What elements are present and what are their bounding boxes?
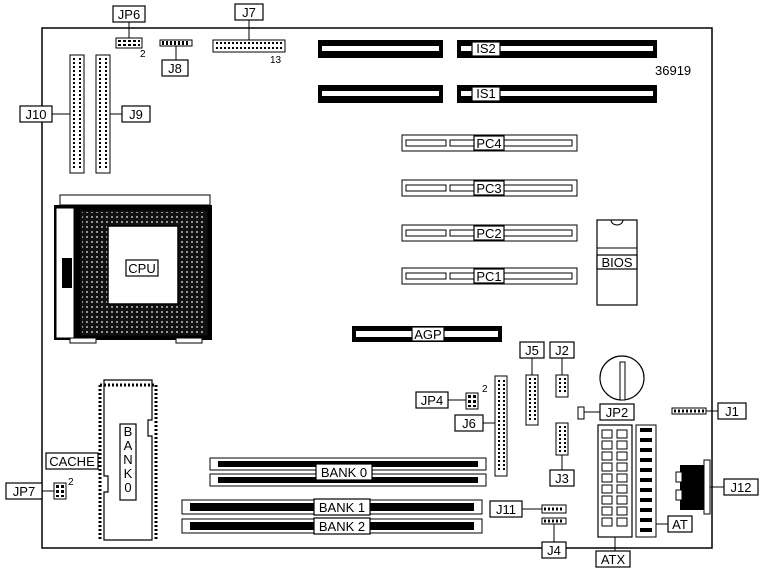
battery [599, 355, 645, 401]
cache-label: CACHE [49, 454, 95, 469]
j8-header: J8 [159, 39, 193, 77]
j11-header: J11 [489, 500, 567, 518]
pci-slot-pc3: PC3 [401, 179, 578, 197]
j7-header: J7 13 [212, 3, 286, 66]
board-number: 36919 [655, 63, 691, 78]
bank-vertical-char-1: B [124, 424, 133, 439]
is1-label: IS1 [476, 86, 496, 101]
amp-label: AMP [58, 307, 73, 335]
isa-slot-is1: IS1 [318, 85, 657, 103]
j10-label: J10 [26, 107, 47, 122]
pc3-label: PC3 [476, 181, 501, 196]
isa-slot-is2: IS2 [318, 40, 657, 58]
jp6-label: JP6 [118, 7, 140, 22]
bios-label: BIOS [601, 255, 632, 270]
atx-label: ATX [601, 552, 626, 567]
jp4-pin-label: 2 [482, 384, 488, 395]
bank2-label: BANK 2 [319, 519, 365, 534]
bank-vertical-char-2: A [124, 438, 133, 453]
j4-header: J4 [541, 517, 567, 559]
atx-connector: ATX [595, 424, 633, 568]
dimm-bank1: BANK 1 [181, 498, 483, 516]
j12-connector: J12 [675, 459, 759, 515]
agp-label: AGP [414, 327, 441, 342]
jp2-label: JP2 [606, 405, 628, 420]
pc4-label: PC4 [476, 136, 501, 151]
j2-header: J2 [549, 341, 575, 398]
cpu-label: CPU [128, 261, 155, 276]
j5-label: J5 [525, 343, 539, 358]
jp4-header: JP4 2 [415, 384, 488, 410]
pci-slot-pc2: PC2 [401, 224, 578, 242]
j3-label: J3 [555, 471, 569, 486]
j2-label: J2 [555, 343, 569, 358]
bank0-label: BANK 0 [321, 465, 367, 480]
j6-header: J6 [454, 375, 508, 477]
at-label: AT [672, 517, 688, 532]
cpu-socket: CPU AMP [54, 194, 212, 344]
bios-chip: BIOS [596, 219, 638, 306]
j7-pin-label: 13 [270, 55, 282, 66]
is2-label: IS2 [476, 41, 496, 56]
cache-module: B A N K 0 CACHE [45, 379, 158, 541]
jp4-label: JP4 [421, 393, 443, 408]
jp6-header: JP6 2 [112, 5, 146, 60]
j6-label: J6 [462, 416, 476, 431]
j9-connector: J9 [95, 54, 151, 174]
j3-header: J3 [549, 422, 575, 487]
jp7-pin-label: 2 [68, 477, 74, 488]
pc1-label: PC1 [476, 269, 501, 284]
j1-header: J1 [671, 402, 747, 420]
bank-vertical-char-3: N [123, 452, 132, 467]
bank-vertical-char-5: 0 [124, 480, 131, 495]
jp2-header: JP2 [577, 403, 635, 421]
jp7-header: JP7 2 [5, 477, 74, 500]
agp-slot: AGP [352, 326, 502, 342]
jp7-label: JP7 [13, 484, 35, 499]
jp6-pin-label: 2 [140, 49, 146, 60]
pci-slot-pc1: PC1 [401, 267, 578, 285]
pc2-label: PC2 [476, 226, 501, 241]
j1-label: J1 [725, 404, 739, 419]
j8-label: J8 [168, 61, 182, 76]
j9-label: J9 [129, 107, 143, 122]
bank-vertical-char-4: K [124, 466, 133, 481]
at-connector: AT [635, 424, 693, 538]
dimm-bank0: BANK 0 [209, 457, 487, 487]
j7-label: J7 [242, 5, 256, 20]
dimm-bank2: BANK 2 [181, 517, 483, 535]
j11-label: J11 [496, 502, 516, 517]
j4-label: J4 [547, 543, 561, 558]
j5-header: J5 [519, 341, 545, 426]
j10-connector: J10 [19, 54, 85, 174]
pci-slot-pc4: PC4 [401, 134, 578, 152]
j12-label: J12 [731, 480, 752, 495]
bank1-label: BANK 1 [319, 500, 365, 515]
